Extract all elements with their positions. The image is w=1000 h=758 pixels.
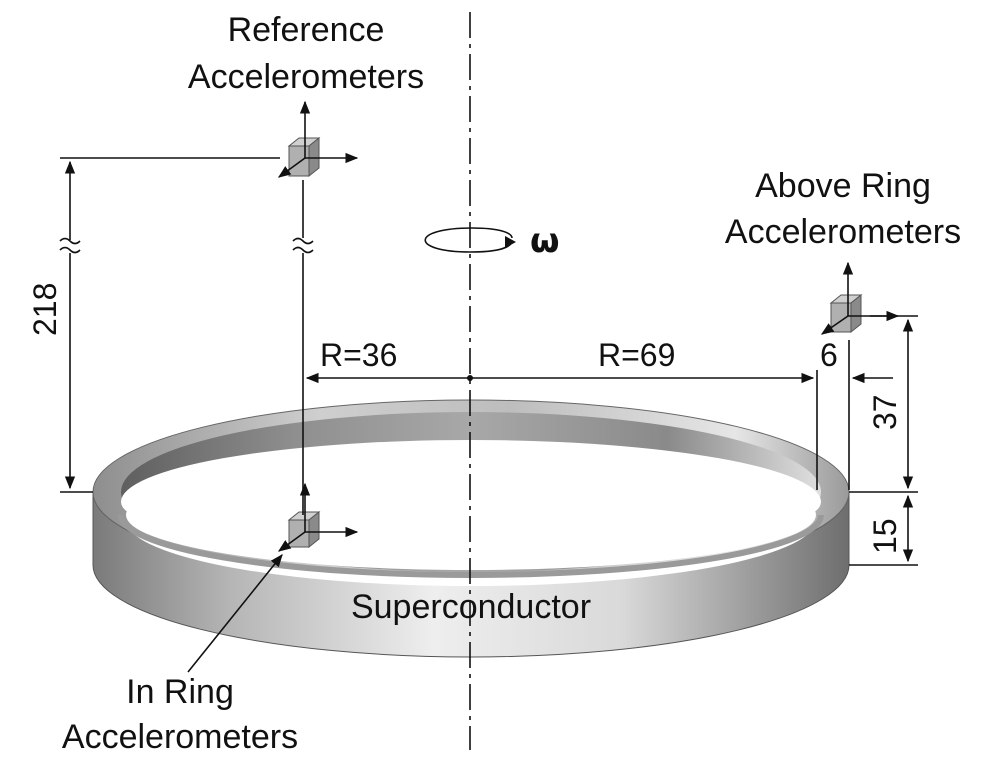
reference-label-line1: Reference: [228, 11, 385, 49]
offset-6-label: 6: [820, 337, 838, 373]
superconductor-label: Superconductor: [351, 588, 591, 626]
rotation-indicator: [424, 227, 516, 253]
above-ring-accelerometer-icon: [820, 261, 900, 335]
reference-accelerometer-icon: [277, 100, 359, 178]
in-ring-accelerometer-icon: [277, 482, 359, 552]
radius-inner-label: R=36: [320, 337, 397, 373]
in-ring-label-line1: In Ring: [126, 673, 234, 711]
reference-label-line2: Accelerometers: [188, 58, 424, 96]
dimension-37-15: [849, 315, 918, 566]
above-ring-label-line2: Accelerometers: [725, 213, 961, 251]
above-ring-label-line1: Above Ring: [755, 167, 931, 205]
radius-outer-label: R=69: [598, 337, 675, 373]
omega-symbol: ω: [530, 221, 560, 261]
dimension-37-label: 37: [867, 394, 903, 430]
dimension-218: [59, 157, 280, 493]
radius-dimension-line: [305, 340, 893, 490]
in-ring-pointer: [187, 554, 283, 673]
dimension-218-label: 218: [27, 283, 63, 336]
reference-vertical-line: [292, 180, 314, 515]
dimension-15-label: 15: [867, 518, 903, 554]
in-ring-label-line2: Accelerometers: [62, 718, 298, 756]
